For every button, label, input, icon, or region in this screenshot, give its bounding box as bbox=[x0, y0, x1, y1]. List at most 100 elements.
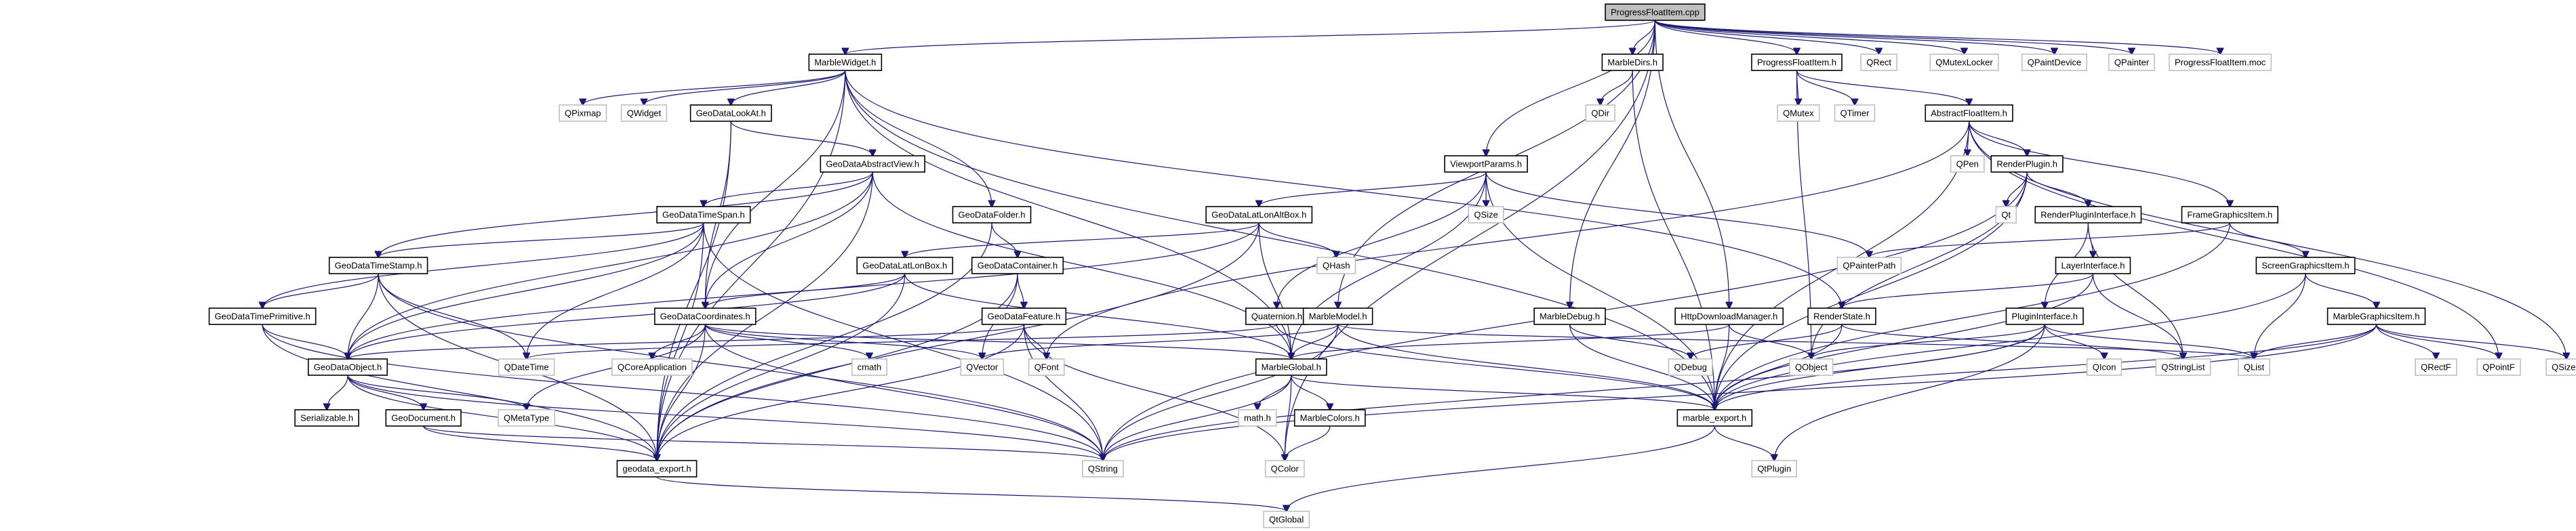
node-qtplugin: QtPlugin bbox=[1751, 460, 1797, 477]
edge-marblewidget-h-to-geodata-export-h bbox=[657, 70, 846, 461]
node-box bbox=[2255, 257, 2356, 274]
node-box bbox=[808, 54, 883, 71]
edge-progressfloatitem-cpp-to-viewportparams-h bbox=[1486, 20, 1656, 156]
node-geodata-export-h[interactable]: geodata_export.h bbox=[616, 460, 698, 477]
edge-abstractfloatitem-h-to-framegraphicsitem-h bbox=[1969, 121, 2230, 207]
node-box bbox=[1245, 307, 1308, 325]
node-box bbox=[2155, 358, 2211, 376]
edge-marbledirs-h-to-qdir bbox=[1601, 70, 1633, 105]
edge-viewportparams-h-to-geodatalatlonaltbox-h bbox=[1259, 171, 1487, 207]
node-qdir: QDir bbox=[1585, 104, 1615, 122]
edge-geodatatimestamp-h-to-geodatatimeprimitive-h bbox=[262, 273, 379, 308]
edge-httpdownloadmanager-h-to-marble-export-h bbox=[1714, 324, 1730, 410]
edge-geodatafeature-h-to-geodata-export-h bbox=[657, 324, 1025, 461]
node-box bbox=[1676, 409, 1753, 427]
node-viewportparams-h[interactable]: ViewportParams.h bbox=[1444, 155, 1528, 173]
node-geodatacontainer-h[interactable]: GeoDataContainer.h bbox=[971, 257, 1064, 274]
node-label: geodata_export.h bbox=[622, 464, 691, 474]
node-progressfloatitem-cpp[interactable]: ProgressFloatItem.cpp bbox=[1605, 3, 1706, 21]
edge-marbleglobal-h-to-marble-export-h bbox=[1291, 375, 1715, 410]
node-screengraphicsitem-h[interactable]: ScreenGraphicsItem.h bbox=[2255, 257, 2356, 274]
node-geodatatimespan-h[interactable]: GeoDataTimeSpan.h bbox=[656, 206, 751, 224]
node-marblecolors-h[interactable]: MarbleColors.h bbox=[1293, 409, 1366, 427]
node-qmutex: QMutex bbox=[1777, 104, 1820, 122]
node-box bbox=[328, 257, 428, 274]
node-label: HttpDownloadManager.h bbox=[1681, 312, 1777, 322]
edges-layer bbox=[262, 20, 2567, 511]
node-marble-export-h[interactable]: marble_export.h bbox=[1676, 409, 1753, 427]
edge-framegraphicsitem-h-to-marble-export-h bbox=[1714, 222, 2230, 410]
node-plugininterface-h[interactable]: PluginInterface.h bbox=[2005, 307, 2084, 325]
edge-marblecolors-h-to-qcolor bbox=[1285, 425, 1331, 461]
node-quaternion-h[interactable]: Quaternion.h bbox=[1245, 307, 1308, 325]
edge-geodataabstractview-h-to-geodatatimespan-h bbox=[704, 171, 873, 207]
edge-progressfloatitem-cpp-to-qpainter bbox=[1654, 20, 2132, 54]
node-marblewidget-h[interactable]: MarbleWidget.h bbox=[808, 54, 883, 71]
edge-plugininterface-h-to-qstring bbox=[1103, 324, 2045, 461]
node-renderplugininterface-h[interactable]: RenderPluginInterface.h bbox=[2034, 206, 2142, 224]
edge-screengraphicsitem-h-to-marblegraphicsitem-h bbox=[2305, 273, 2377, 308]
node-renderstate-h[interactable]: RenderState.h bbox=[1807, 307, 1876, 325]
edge-progressfloatitem-cpp-to-qrect bbox=[1654, 20, 1879, 54]
node-box bbox=[294, 409, 359, 427]
edge-geodatalatlonbox-h-to-marbleglobal-h bbox=[904, 273, 1291, 359]
node-box bbox=[620, 104, 668, 122]
edge-quaternion-h-to-marble-export-h bbox=[1276, 324, 1714, 410]
node-geodatalatlonaltbox-h[interactable]: GeoDataLatLonAltBox.h bbox=[1205, 206, 1313, 224]
node-geodatafeature-h[interactable]: GeoDataFeature.h bbox=[981, 307, 1067, 325]
edge-marblegraphicsitem-h-to-qlist bbox=[2254, 324, 2377, 359]
edge-renderstate-h-to-qdebug bbox=[1691, 324, 1843, 359]
node-geodatacoordinates-h[interactable]: GeoDataCoordinates.h bbox=[653, 307, 757, 325]
edge-layerinterface-h-to-marble-export-h bbox=[1714, 273, 2094, 410]
node-marbleglobal-h[interactable]: MarbleGlobal.h bbox=[1255, 358, 1327, 376]
node-qpen: QPen bbox=[1950, 155, 1985, 173]
node-label: QVector bbox=[966, 362, 999, 373]
node-serializable-h[interactable]: Serializable.h bbox=[294, 409, 359, 427]
edge-geodatatimespan-h-to-geodatatimeprimitive-h bbox=[262, 222, 704, 308]
node-marbledebug-h[interactable]: MarbleDebug.h bbox=[1533, 307, 1606, 325]
edge-marblewidget-h-to-geodatacoordinates-h bbox=[705, 70, 846, 308]
node-httpdownloadmanager-h[interactable]: HttpDownloadManager.h bbox=[1674, 307, 1784, 325]
node-box bbox=[2415, 358, 2457, 376]
node-geodocument-h[interactable]: GeoDocument.h bbox=[385, 409, 462, 427]
node-marbledirs-h[interactable]: MarbleDirs.h bbox=[1601, 54, 1664, 71]
node-geodataobject-h[interactable]: GeoDataObject.h bbox=[307, 358, 388, 376]
node-box bbox=[1316, 257, 1356, 274]
edge-abstractfloatitem-h-to-renderplugin-h bbox=[1969, 121, 2028, 156]
node-box bbox=[1950, 155, 1985, 173]
edge-marblegraphicsitem-h-to-qpointf bbox=[2375, 324, 2499, 359]
node-framegraphicsitem-h[interactable]: FrameGraphicsItem.h bbox=[2181, 206, 2279, 224]
node-label: QPaintDevice bbox=[2028, 58, 2081, 68]
node-renderplugin-h[interactable]: RenderPlugin.h bbox=[1990, 155, 2064, 173]
node-geodatalookat-h[interactable]: GeoDataLookAt.h bbox=[689, 104, 772, 122]
node-geodatalatlonbox-h[interactable]: GeoDataLatLonBox.h bbox=[856, 257, 954, 274]
edge-geodataabstractview-h-to-geodataobject-h bbox=[348, 171, 873, 359]
node-layerinterface-h[interactable]: LayerInterface.h bbox=[2055, 257, 2131, 274]
node-label: QSize bbox=[1474, 210, 1497, 220]
node-label: QWidget bbox=[627, 108, 662, 119]
node-marblegraphicsitem-h[interactable]: MarbleGraphicsItem.h bbox=[2327, 307, 2426, 325]
node-label: QCoreApplication bbox=[618, 362, 687, 373]
node-math-h: math.h bbox=[1238, 409, 1277, 427]
node-label: ProgressFloatItem.h bbox=[1757, 58, 1836, 68]
node-label: MarbleDebug.h bbox=[1539, 312, 1600, 322]
node-abstractfloatitem-h[interactable]: AbstractFloatItem.h bbox=[1925, 104, 2013, 122]
node-geodatatimeprimitive-h[interactable]: GeoDataTimePrimitive.h bbox=[208, 307, 317, 325]
edge-progressfloatitem-cpp-to-httpdownloadmanager-h bbox=[1654, 20, 1729, 308]
edge-quaternion-h-to-qdatetime bbox=[527, 324, 1277, 359]
node-geodataabstractview-h[interactable]: GeoDataAbstractView.h bbox=[820, 155, 925, 173]
node-label: QRectF bbox=[2421, 362, 2451, 373]
node-label: QMetaType bbox=[504, 413, 549, 423]
edge-geodatacontainer-h-to-geodatafeature-h bbox=[1017, 273, 1024, 308]
edge-geodatalookat-h-to-geodata-export-h bbox=[657, 121, 731, 461]
node-geodatatimestamp-h[interactable]: GeoDataTimeStamp.h bbox=[328, 257, 428, 274]
edge-marblewidget-h-to-qwidget bbox=[644, 70, 846, 105]
node-progressfloatitem-h[interactable]: ProgressFloatItem.h bbox=[1751, 54, 1843, 71]
node-box bbox=[1605, 3, 1706, 21]
edge-geodatalatlonaltbox-h-to-geodatalatlonbox-h bbox=[905, 222, 1260, 257]
node-marblemodel-h[interactable]: MarbleModel.h bbox=[1302, 307, 1373, 325]
edge-geodatacoordinates-h-to-qstring bbox=[704, 324, 1103, 461]
node-geodatafolder-h[interactable]: GeoDataFolder.h bbox=[952, 206, 1032, 224]
edge-marbledirs-h-to-marble-export-h bbox=[1632, 70, 1714, 410]
